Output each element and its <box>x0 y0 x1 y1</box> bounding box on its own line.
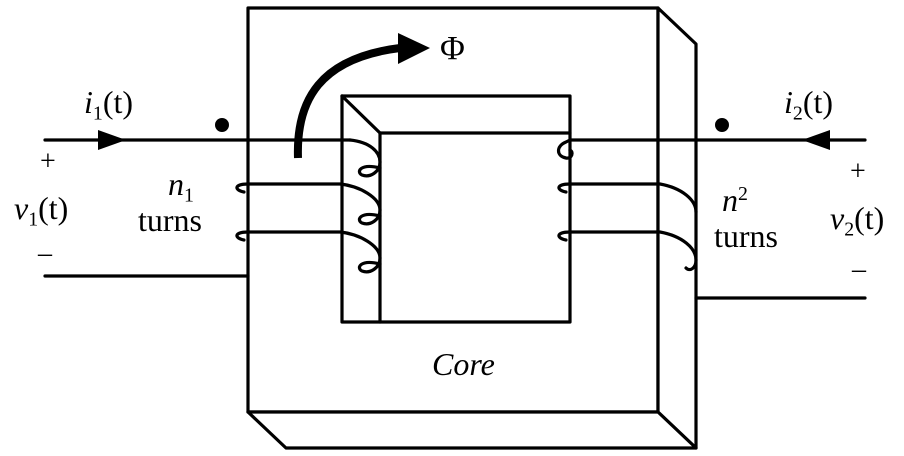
secondary-current-arrow <box>802 130 830 150</box>
flux-label: Φ <box>440 30 465 67</box>
secondary-turns-count: n2 <box>722 182 748 218</box>
core-bottom-face <box>246 410 698 450</box>
primary-current-arrow <box>98 130 126 150</box>
primary-turn-3 <box>235 230 382 274</box>
secondary-minus-sign: – <box>852 254 866 285</box>
primary-current-label: i1(t) <box>84 84 134 125</box>
secondary-current-label: i2(t) <box>784 84 834 125</box>
core-block <box>246 6 698 450</box>
primary-turn-1 <box>348 138 382 178</box>
primary-winding <box>235 138 382 274</box>
secondary-turn-2 <box>557 182 698 214</box>
core-window-depth-diag <box>340 94 382 135</box>
secondary-voltage-label: v2(t) <box>830 200 885 241</box>
primary-turns-word: turns <box>138 202 202 238</box>
primary-voltage-label: v1(t) <box>14 190 69 231</box>
secondary-plus-sign: + <box>850 156 866 187</box>
secondary-turn-1 <box>556 138 574 160</box>
primary-turn-2 <box>235 182 382 226</box>
core-label: Core <box>432 346 495 382</box>
flux-arrow-head <box>398 33 430 64</box>
primary-minus-sign: – <box>38 238 52 269</box>
primary-polarity-dot <box>215 118 229 132</box>
core-right-face <box>656 6 698 450</box>
flux-arrow-curve <box>293 44 401 159</box>
secondary-polarity-dot <box>715 118 729 132</box>
primary-turns-count: n1 <box>168 166 194 207</box>
primary-plus-sign: + <box>40 146 56 177</box>
secondary-winding <box>556 138 698 272</box>
secondary-turns-word: turns <box>714 218 778 254</box>
secondary-turn-3 <box>557 230 698 272</box>
